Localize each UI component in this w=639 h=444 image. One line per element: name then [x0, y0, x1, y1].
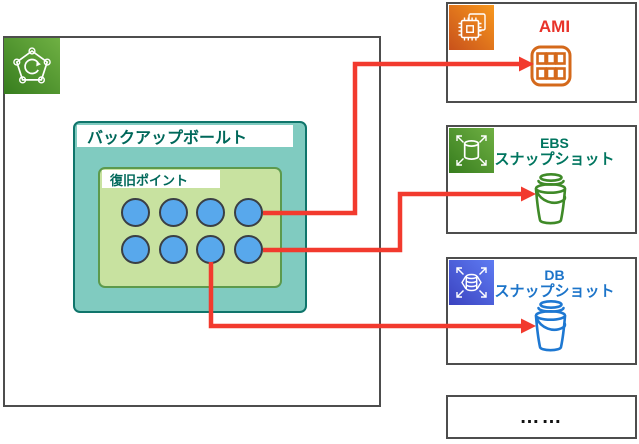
target-box-ami: AMI [446, 2, 637, 103]
recovery-point-circle [158, 235, 188, 264]
recovery-point-grid [121, 198, 263, 264]
recovery-point-label: 復旧ポイント [110, 172, 189, 188]
ebs-title-line1: EBS [540, 135, 569, 151]
target-box-ebs-snapshot: EBS スナップショット [446, 125, 637, 234]
ebs-snapshot-bucket-icon [534, 172, 567, 225]
target-box-db-snapshot: DB スナップショット [446, 257, 637, 365]
backup-vault-label-strip: バックアップボールト [77, 125, 293, 147]
recovery-point-circle [233, 235, 263, 264]
db-snapshot-bucket-icon [534, 299, 567, 352]
db-snapshot-title: DB スナップショット [474, 267, 635, 300]
ebs-snapshot-title: EBS スナップショット [474, 135, 635, 168]
aws-backup-icon [4, 38, 60, 94]
recovery-point-circle [196, 198, 225, 227]
recovery-point-circle [121, 235, 150, 264]
machine-image-grid-icon [530, 45, 572, 87]
ami-title: AMI [538, 17, 571, 36]
db-title-line1: DB [544, 267, 565, 283]
recovery-point-circle [233, 198, 263, 227]
db-title-line2: スナップショット [494, 282, 615, 300]
ebs-title-line2: スナップショット [494, 150, 615, 168]
recovery-point-label-strip: 復旧ポイント [102, 170, 220, 188]
recovery-point-circle [121, 198, 150, 227]
backup-vault-label: バックアップボールト [87, 130, 248, 147]
recovery-point-circle [196, 235, 225, 264]
recovery-point-circle [158, 198, 188, 227]
target-box-more: …… [446, 395, 637, 439]
more-targets-label: …… [519, 405, 564, 428]
ec2-ami-icon [449, 5, 494, 50]
